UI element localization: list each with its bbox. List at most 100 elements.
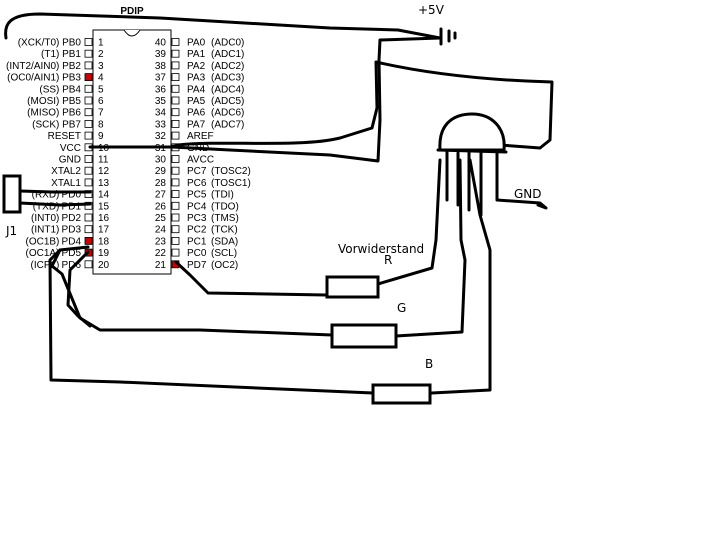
pin-name-27: PC5 (187, 190, 207, 201)
pin-function-23: (SDA) (211, 236, 238, 247)
pin-number-12: 12 (98, 166, 110, 177)
pin-name-10: VCC (60, 143, 81, 154)
pin-number-13: 13 (98, 178, 110, 189)
pin-box-29 (171, 166, 180, 175)
pin-function-25: (TMS) (211, 213, 239, 224)
pin-box-12 (84, 166, 93, 175)
pin-name-15: PD1 (62, 201, 82, 212)
led-legs (445, 150, 483, 217)
led-base (436, 148, 508, 154)
pin-function-28: (TOSC1) (211, 178, 251, 189)
pin-name-29: PC7 (187, 166, 207, 177)
pin-function-16: (INT0) (31, 213, 59, 224)
pin-box-27 (171, 190, 180, 199)
pin-box-28 (171, 178, 180, 187)
pin-name-23: PC1 (187, 236, 207, 247)
pin-name-16: PD2 (62, 213, 82, 224)
pin-function-5: (SS) (39, 84, 59, 95)
wire-green-channel (50, 158, 467, 338)
pin-number-4: 4 (98, 73, 104, 84)
pin-box-23 (171, 236, 180, 245)
pin-name-25: PC3 (187, 213, 207, 224)
pin-box-36 (171, 84, 180, 93)
resistor-blue (371, 383, 432, 405)
pin-box-15 (84, 201, 93, 210)
pin-number-2: 2 (98, 49, 104, 60)
pin-number-9: 9 (98, 131, 104, 142)
pin-name-7: PB6 (62, 108, 81, 119)
supply-label: +5V (418, 3, 445, 17)
connector-j1-body (2, 174, 22, 214)
pin-name-21: PD7 (187, 260, 207, 271)
pin-function-1: (XCK/T0) (18, 38, 60, 49)
pin-box-4 (84, 73, 93, 81)
pin-box-38 (171, 61, 180, 70)
pin-number-3: 3 (98, 61, 104, 72)
pin-number-15: 15 (98, 201, 110, 212)
wire-j1-rxd (18, 189, 92, 194)
pin-number-1: 1 (98, 38, 104, 49)
pin-number-21: 21 (155, 260, 167, 271)
pin-name-38: PA2 (187, 61, 206, 72)
pin-box-9 (84, 131, 93, 140)
pin-function-22: (SCL) (211, 248, 237, 259)
pin-box-34 (171, 108, 180, 117)
pin-number-39: 39 (155, 49, 167, 60)
blue-label: B (425, 357, 433, 371)
pin-box-5 (84, 84, 93, 93)
pin-function-4: (OC0/AIN1) (7, 73, 59, 84)
wire-vcc-to-supply (88, 36, 442, 163)
pin-name-14: PD0 (62, 190, 82, 201)
pin-function-21: (OC2) (211, 260, 238, 271)
pin-name-26: PC4 (187, 201, 207, 212)
pin-number-5: 5 (98, 84, 104, 95)
resistor-heading: Vorwiderstand (338, 242, 424, 256)
pin-number-17: 17 (98, 225, 110, 236)
pin-name-33: PA7 (187, 119, 206, 130)
pin-name-30: AVCC (187, 155, 214, 166)
green-label: G (397, 301, 406, 315)
pin-box-20 (84, 260, 93, 269)
pin-box-11 (84, 155, 93, 163)
pin-function-35: (ADC5) (211, 96, 244, 107)
pin-function-34: (ADC6) (211, 108, 244, 119)
pin-function-39: (ADC1) (211, 49, 244, 60)
pin-name-34: PA6 (187, 108, 206, 119)
pin-name-13: XTAL1 (51, 178, 81, 189)
pin-number-27: 27 (155, 190, 167, 201)
pin-number-23: 23 (155, 236, 167, 247)
pin-name-39: PA1 (187, 49, 206, 60)
pin-box-33 (171, 120, 180, 128)
pin-box-6 (84, 96, 93, 105)
pin-name-28: PC6 (187, 178, 207, 189)
pin-function-8: (SCK) (32, 119, 59, 130)
pin-function-37: (ADC3) (211, 73, 244, 84)
pin-function-3: (INT2/AIN0) (6, 61, 59, 72)
pin-box-24 (171, 225, 180, 234)
wire-led-gnd (495, 151, 548, 210)
pin-box-3 (84, 61, 93, 70)
pin-function-38: (ADC2) (211, 61, 244, 72)
pin-name-6: PB5 (62, 96, 81, 107)
pin-box-13 (84, 178, 93, 187)
pin-number-37: 37 (155, 73, 167, 84)
pin-number-8: 8 (98, 119, 104, 130)
pin-function-6: (MOSI) (27, 96, 59, 107)
pin-name-8: PB7 (62, 119, 81, 130)
wire-j1-txd (18, 201, 92, 207)
pin-number-22: 22 (155, 248, 167, 259)
pin-number-19: 19 (98, 248, 110, 259)
pin-function-20: (ICP1) (30, 260, 59, 271)
pin-function-15: (TXD) (33, 201, 60, 212)
pin-number-7: 7 (98, 108, 104, 119)
pin-box-22 (171, 248, 180, 257)
pin-box-40 (171, 38, 180, 46)
pin-name-2: PB1 (62, 49, 81, 60)
pin-name-35: PA5 (187, 96, 206, 107)
resistor-green (330, 323, 398, 349)
pin-function-24: (TCK) (211, 225, 238, 236)
red-label: R (384, 253, 392, 267)
ground-label: GND (514, 187, 542, 201)
pin-name-4: PB3 (62, 73, 81, 84)
